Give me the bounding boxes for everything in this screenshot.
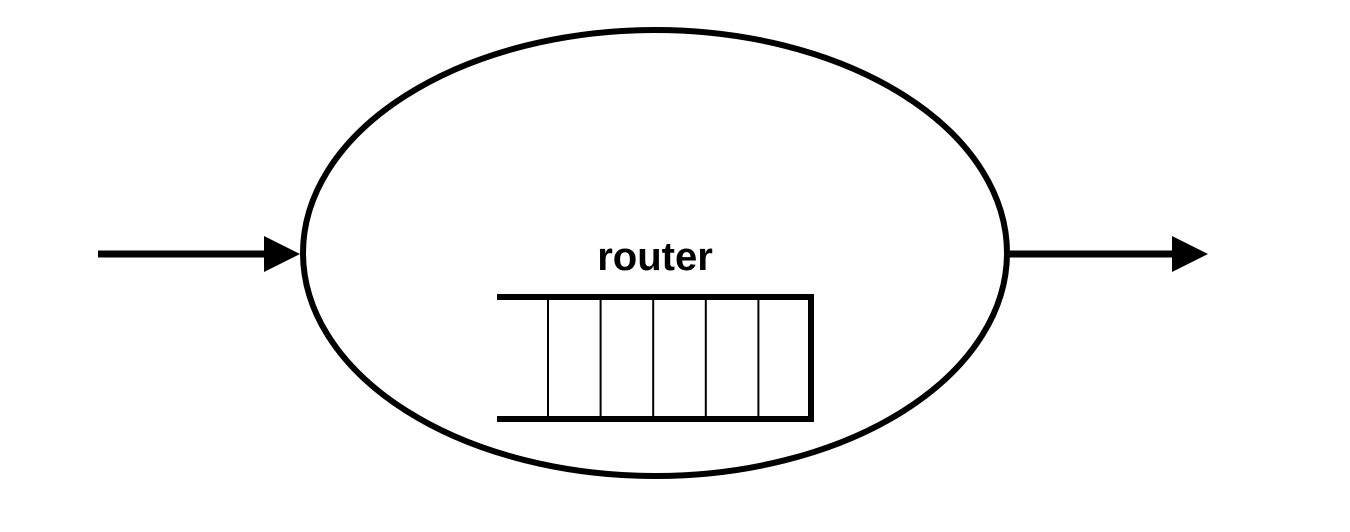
router-ellipse	[300, 27, 1010, 479]
queue-slot-dividers	[547, 300, 760, 416]
incoming-arrow	[98, 236, 300, 272]
outgoing-arrow	[1008, 236, 1208, 272]
outgoing-arrow-head	[1172, 236, 1208, 272]
queue-buffer	[497, 294, 814, 422]
queue-outline	[497, 294, 814, 422]
router-label: router	[597, 235, 713, 279]
incoming-arrow-head	[264, 236, 300, 272]
